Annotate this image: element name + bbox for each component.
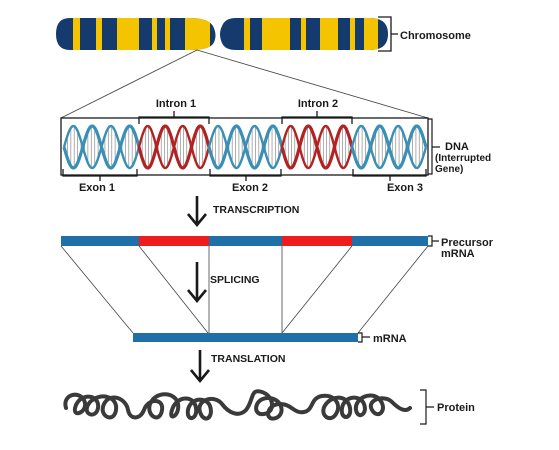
mrna-strand <box>133 333 358 342</box>
dna-strand <box>280 124 354 170</box>
chromosome-body <box>56 18 388 50</box>
dna-strand <box>137 124 211 170</box>
dna-label-line2: (Interrupted <box>435 153 491 164</box>
dna-exon-region <box>207 124 284 170</box>
intron2-label: Intron 2 <box>298 98 338 110</box>
precursor-bracket <box>428 235 439 247</box>
intron2-bracket <box>281 111 353 124</box>
dna-intron-region <box>280 124 354 170</box>
mrna-bracket <box>358 332 370 343</box>
dna-bracket <box>428 118 440 175</box>
chromosome-band <box>350 18 355 50</box>
down-arrow-icon <box>186 262 208 304</box>
intron1-label: Intron 1 <box>156 98 196 110</box>
dna-exon-region <box>350 124 428 170</box>
precursor-exon2 <box>209 236 282 246</box>
chromosome-band <box>301 18 306 50</box>
intron1-bracket <box>138 111 210 124</box>
chromosome: Chromosome <box>56 16 471 52</box>
precursor-mrna: Precursor mRNA <box>61 235 494 260</box>
precursor-exon3 <box>352 236 428 246</box>
chromosome-band <box>364 18 378 50</box>
chromosome-band <box>244 18 250 50</box>
chromosome-band <box>152 18 157 50</box>
exon1-label: Exon 1 <box>79 182 115 194</box>
protein-bracket <box>420 389 434 425</box>
precursor-label-line2: mRNA <box>441 248 475 260</box>
dna-intron-region <box>137 124 211 170</box>
precursor-intron1 <box>139 236 209 246</box>
chromosome-band <box>320 18 338 50</box>
dna-helix <box>62 124 428 170</box>
exon3-label: Exon 3 <box>387 182 423 194</box>
splicing-lines <box>60 245 429 334</box>
dna-label-line3: Gene) <box>435 164 463 175</box>
zoom-lines <box>60 49 429 119</box>
precursor-intron2 <box>282 236 352 246</box>
mature-mrna: mRNA <box>133 332 407 345</box>
chromosome-band <box>185 18 210 50</box>
exon3-bracket <box>352 169 427 181</box>
transcription-label: TRANSCRIPTION <box>213 204 299 216</box>
exon2-label: Exon 2 <box>232 182 268 194</box>
translation-step: TRANSLATION <box>189 350 285 384</box>
dna-label: DNA <box>445 141 469 153</box>
protein-label: Protein <box>437 402 475 414</box>
dna-exon-region <box>62 124 141 170</box>
precursor-exon1 <box>61 236 139 246</box>
dna-strand <box>350 124 428 170</box>
dna-strand <box>62 124 141 170</box>
splicing-label: SPLICING <box>210 274 260 286</box>
dna-strand <box>207 124 284 170</box>
precursor-label: Precursor <box>441 237 494 249</box>
splicing-step: SPLICING <box>186 262 260 304</box>
protein: Protein <box>63 389 475 425</box>
transcription-step: TRANSCRIPTION <box>186 196 299 228</box>
chromosome-label: Chromosome <box>400 30 471 42</box>
exon2-bracket <box>209 169 282 181</box>
protein-chain <box>63 389 412 421</box>
dna-interrupted-gene: Intron 1 Intron 2 Exon 1 Exon 2 Exon 3 D… <box>60 98 491 194</box>
chromosome-bracket <box>378 16 398 52</box>
mrna-label: mRNA <box>373 333 407 345</box>
down-arrow-icon <box>186 196 208 228</box>
chromosome-band <box>73 18 80 50</box>
exon1-bracket <box>62 169 138 181</box>
chromosome-band <box>262 18 290 50</box>
chromosome-band <box>96 18 102 50</box>
chromosome-band <box>117 18 139 50</box>
translation-label: TRANSLATION <box>211 353 285 365</box>
chromosome-bands <box>73 18 378 50</box>
chromosome-band <box>165 18 170 50</box>
down-arrow-icon <box>189 350 211 384</box>
